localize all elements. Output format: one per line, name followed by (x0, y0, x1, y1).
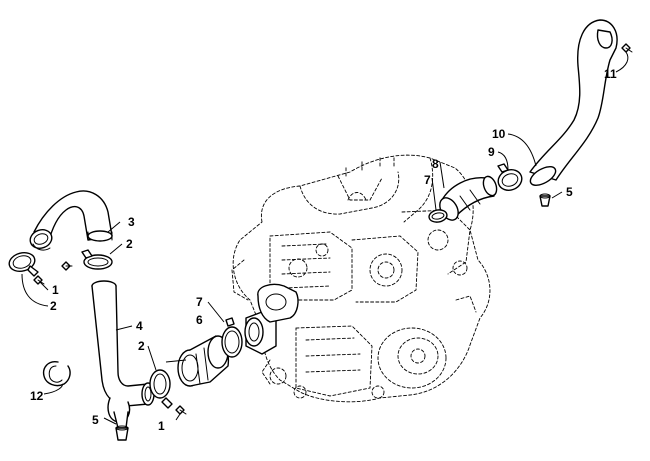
callout-5a: 5 (92, 413, 99, 427)
callout-7b: 7 (424, 173, 431, 187)
o-ring-right (428, 209, 448, 223)
hose-clamp-lower (149, 369, 173, 409)
hose-clamp-throttle (221, 317, 243, 358)
callout-2b: 2 (50, 299, 57, 313)
snap-ring (42, 361, 71, 387)
callout-9: 9 (488, 145, 495, 159)
coupler-boot (177, 335, 230, 387)
callout-5b: 5 (566, 185, 573, 199)
callout-10: 10 (492, 127, 506, 141)
callout-3: 3 (128, 215, 135, 229)
screw-top-right (621, 43, 633, 53)
callout-1b: 1 (158, 419, 165, 433)
intake-duct-long (91, 280, 155, 429)
screw-left (33, 275, 45, 285)
callout-8: 8 (432, 157, 439, 171)
callout-12: 12 (30, 389, 44, 403)
callout-11: 11 (604, 67, 617, 81)
callout-4: 4 (136, 319, 143, 333)
screw-lower (175, 405, 187, 415)
hose-clamp-right (497, 163, 523, 191)
callout-2a: 2 (126, 237, 133, 251)
leader-lines (21, 51, 629, 425)
callout-2c: 2 (138, 339, 145, 353)
callout-labels: 1 1 2 2 2 3 4 5 5 6 7 7 8 9 10 11 12 (30, 67, 617, 433)
callout-1a: 1 (52, 283, 59, 297)
grommet-lower (115, 425, 129, 441)
hose-clamp-upper (81, 249, 113, 270)
throttle-body (244, 283, 299, 355)
intake-boot-upper (29, 190, 113, 251)
callout-6: 6 (196, 313, 203, 327)
intake-boot-right (439, 175, 498, 221)
screw-upper (61, 261, 73, 271)
intake-duct-upper-right (529, 19, 618, 186)
grommet-right (539, 193, 551, 207)
hose-clamp-left (8, 251, 39, 277)
callout-7a: 7 (196, 295, 203, 309)
